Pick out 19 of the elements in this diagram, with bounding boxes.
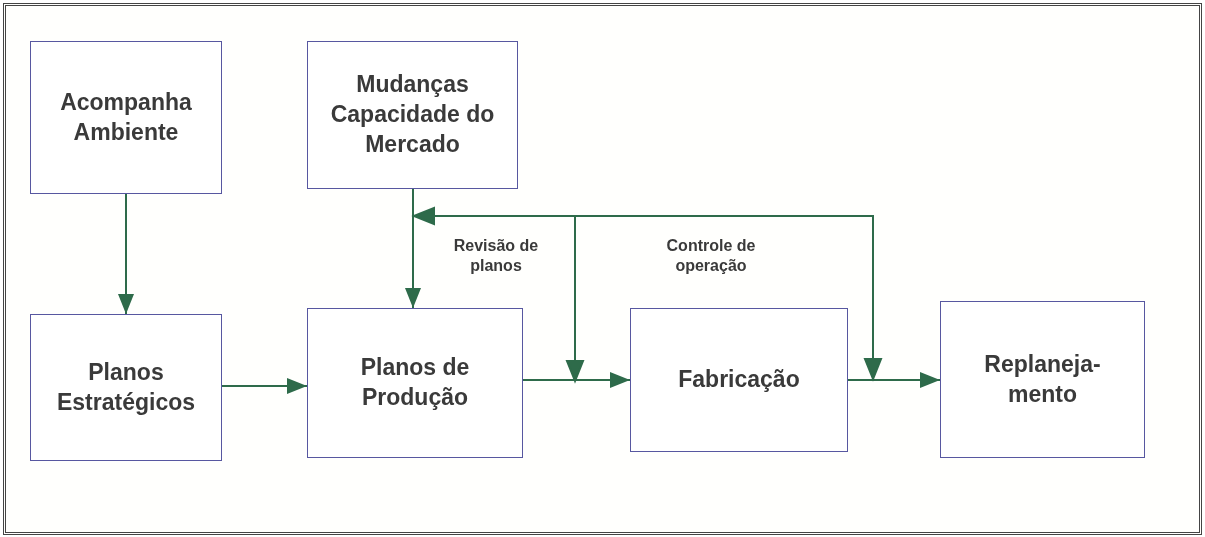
arrow [221,378,308,394]
box-label: Planos Estratégicos [55,357,197,417]
flow-label: Controle de operação [665,236,757,276]
arrow [847,372,941,388]
flow-label: Revisão de planos [452,236,540,276]
process-box [307,308,523,458]
box-label: Acompanha Ambiente [59,87,193,147]
process-box [940,301,1145,458]
arrow [405,188,421,309]
box-label: Planos de Produção [359,353,471,412]
box-label: Mudanças Capacidade do Mercado [329,70,496,159]
process-box [307,41,518,189]
box-label: Fabricação [678,365,800,395]
arrow [118,193,134,315]
process-box [30,314,222,461]
process-box [30,41,222,194]
arrow [522,372,631,388]
process-box [630,308,848,452]
box-label: Replaneja- mento [983,349,1102,409]
